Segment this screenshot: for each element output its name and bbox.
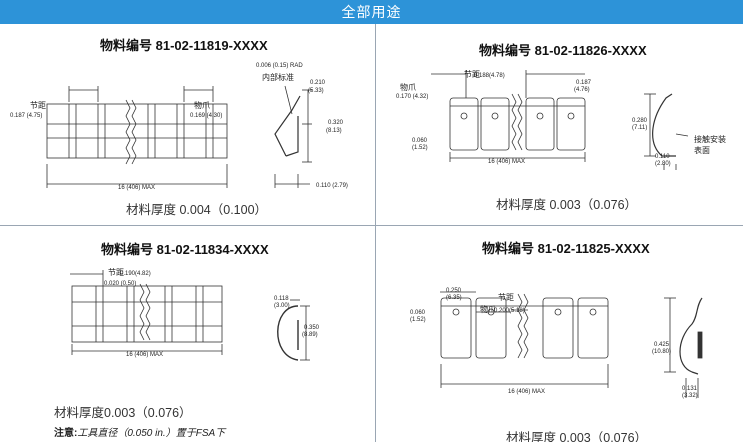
dim-250-metric: (6.35) xyxy=(446,295,462,301)
height-dim: 0.280 xyxy=(632,118,648,124)
header-bar: 全部用途 xyxy=(0,0,743,24)
panel-11826: 物料编号 81-02-11826-XXXX xyxy=(376,24,743,225)
width-dim: 0.110 xyxy=(655,154,670,160)
grid-divider-horizontal xyxy=(0,225,743,226)
dim-020: 0.020 (0.50) xyxy=(104,281,136,287)
part-number: 物料编号 81-02-11819-XXXX xyxy=(100,38,268,53)
panel-11834: 物料编号 81-02-11834-XXXX xyxy=(0,226,375,442)
h2-dim: 0.320 xyxy=(328,120,344,126)
break-line xyxy=(517,293,523,359)
panel-11819: 物料编号 81-02-11819-XXXX xyxy=(0,24,375,225)
drawing-11825: 0.250 (6.35) 节距 物爪 0.200(5.18) 0.060 (1.… xyxy=(410,288,703,399)
height-dim-metric: (10.80) xyxy=(652,349,671,355)
dim-250: 0.250 xyxy=(446,288,462,294)
pitch-dim: 0.188(4.78) xyxy=(474,73,505,79)
hole-dim-metric: (1.52) xyxy=(410,317,426,323)
dim-187: 0.187 xyxy=(576,80,592,86)
rad-dim: 0.006 (0.15) RAD xyxy=(256,63,303,69)
finger-dim: 0.170 (4.32) xyxy=(396,94,428,100)
strip-body xyxy=(46,103,228,159)
width-dim: 0.118 xyxy=(274,296,289,302)
profile-11834 xyxy=(277,305,299,361)
material-thickness: 材料厚度 0.004（0.100） xyxy=(126,203,268,217)
h1-dim-metric: (5.33) xyxy=(308,88,324,94)
mount-label: 接触安装 xyxy=(694,134,726,144)
finger-label: 物爪 xyxy=(400,82,416,92)
note-text: 工具直径（0.050 in.）置于FSA下 xyxy=(77,428,226,439)
width-dim-metric: (3.00) xyxy=(274,303,290,309)
hole-dim: 0.060 xyxy=(410,310,426,316)
drawing-11826: 节距 0.188(4.78) 物爪 0.170 (4.32) 0.187 (4.… xyxy=(396,70,726,170)
width-dim: 0.131 xyxy=(682,386,698,392)
width-dim-metric: (3.32) xyxy=(682,393,698,399)
material-thickness: 材料厚度0.003（0.076） xyxy=(54,406,192,420)
height-dim-metric: (7.11) xyxy=(632,125,647,131)
width-dim: 0.110 (2.79) xyxy=(316,183,348,189)
profile-11826 xyxy=(652,93,676,157)
drawing-11834: 节距 0.190(4.82) 0.020 (0.50) 0.118 (3.00)… xyxy=(70,268,320,361)
height-dim: 0.350 xyxy=(304,325,320,331)
header-title: 全部用途 xyxy=(341,5,402,21)
pitch-dim: 0.190(4.82) xyxy=(120,271,151,277)
height-dim-metric: (8.89) xyxy=(302,332,318,338)
height-dim: 0.425 xyxy=(654,342,670,348)
panel-11825: 物料编号 81-02-11825-XXXX xyxy=(376,226,743,442)
profile-11825 xyxy=(679,297,703,375)
pitch-label: 节距 xyxy=(498,293,514,302)
finger-label: 物爪 xyxy=(480,304,496,314)
break-line xyxy=(125,99,131,165)
mount-surface-label: 表面 xyxy=(694,145,710,155)
pitch-dim: 0.187 (4.75) xyxy=(10,113,42,119)
panels-grid: 物料编号 81-02-11819-XXXX xyxy=(0,24,743,442)
part-number: 物料编号 81-02-11825-XXXX xyxy=(482,241,650,256)
finger-label: 物爪 xyxy=(194,100,210,110)
pitch-dim: 0.200(5.18) xyxy=(494,308,525,314)
note-label: 注意: xyxy=(54,428,78,439)
material-thickness: 材料厚度 0.003（0.076） xyxy=(506,431,648,442)
h1-dim: 0.210 xyxy=(310,80,326,86)
profile-11819 xyxy=(274,95,301,157)
tool-note: 注意:工具直径（0.050 in.）置于FSA下 xyxy=(54,424,225,439)
width-dim-metric: (2.80) xyxy=(655,161,671,167)
drawing-11819: 节距 0.187 (4.75) 物爪 0.169 (4.30) 0.006 (0… xyxy=(10,63,348,191)
break-line xyxy=(511,93,517,151)
finger-dim: 0.169 (4.30) xyxy=(190,113,222,119)
pitch-label: 节距 xyxy=(464,70,480,79)
hole-dim: 0.060 xyxy=(412,138,428,144)
grid-divider-vertical xyxy=(375,24,376,442)
part-number: 物料编号 81-02-11834-XXXX xyxy=(101,242,269,257)
length-dim: 16 (406) MAX xyxy=(508,389,545,395)
hole-dim-metric: (1.52) xyxy=(412,145,428,151)
length-dim: 16 (406) MAX xyxy=(488,159,525,165)
length-dim: 16 (406) MAX xyxy=(126,352,163,358)
length-dim: 16 (406) MAX xyxy=(118,185,155,191)
material-thickness: 材料厚度 0.003（0.076） xyxy=(496,198,638,212)
dim-187-metric: (4.76) xyxy=(574,87,590,93)
part-number: 物料编号 81-02-11826-XXXX xyxy=(479,43,647,58)
h2-dim-metric: (8.13) xyxy=(326,128,342,134)
break-line xyxy=(139,283,145,341)
inner-label: 内部标准 xyxy=(262,72,294,82)
pitch-label: 节距 xyxy=(108,268,124,277)
pitch-label: 节距 xyxy=(30,101,46,110)
